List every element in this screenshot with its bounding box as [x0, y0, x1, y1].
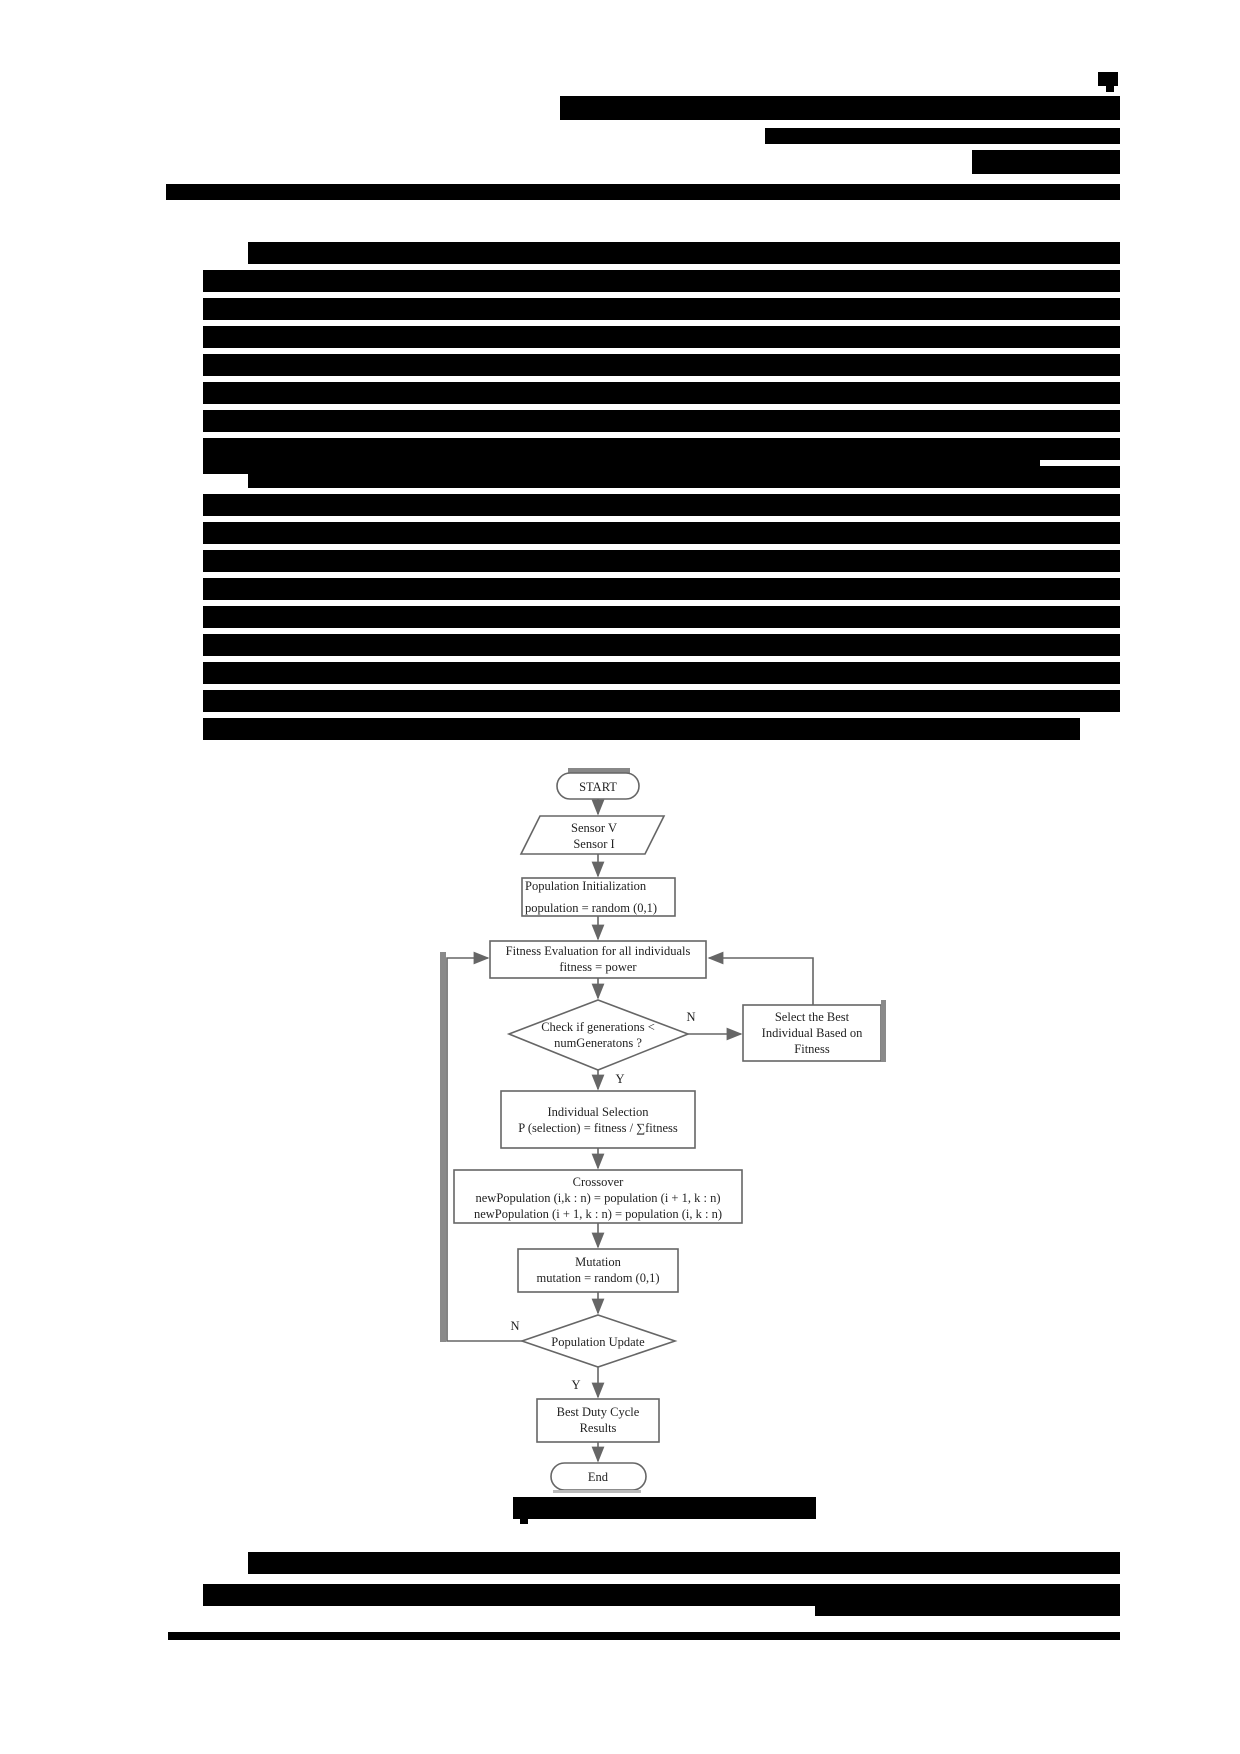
body-text-line	[203, 634, 1120, 656]
fc-selection-line1: Individual Selection	[547, 1105, 649, 1119]
footer-line-2	[203, 1584, 1120, 1606]
fc-select-best-line1: Select the Best	[775, 1010, 850, 1024]
fc-input-line2: Sensor I	[573, 837, 614, 851]
body-text-line	[203, 690, 1120, 712]
page-number-mark	[1098, 72, 1118, 86]
fc-mutation-line1: Mutation	[575, 1255, 622, 1269]
fc-decision2-label: Population Update	[551, 1335, 645, 1349]
footer-rule	[168, 1632, 1120, 1640]
fc-decision1-line2: numGeneratons ?	[554, 1036, 642, 1050]
body-text-line	[203, 662, 1120, 684]
fc-selection-line2: P (selection) = fitness / ∑fitness	[518, 1121, 678, 1135]
fc-crossover-line2: newPopulation (i,k : n) = population (i …	[476, 1191, 721, 1205]
fc-decision1-yes: Y	[615, 1072, 624, 1086]
body-text-line	[203, 578, 1120, 600]
caption-descender	[520, 1519, 528, 1524]
header-rule	[166, 184, 1120, 200]
fc-fitness-line1: Fitness Evaluation for all individuals	[506, 944, 691, 958]
body-text-line	[248, 242, 1120, 264]
footer-line-1	[248, 1552, 1120, 1574]
body-text-line	[203, 326, 1120, 348]
fc-crossover-line1: Crossover	[573, 1175, 625, 1189]
fc-end-label: End	[588, 1470, 609, 1484]
fc-start-label: START	[579, 780, 617, 794]
header-line-3	[972, 150, 1120, 174]
body-text-line	[248, 466, 1120, 488]
fc-decision2-no: N	[510, 1319, 519, 1333]
fc-fitness-line2: fitness = power	[559, 960, 637, 974]
body-text-line	[203, 606, 1120, 628]
fc-select-best-line3: Fitness	[794, 1042, 830, 1056]
fc-decision2-yes: Y	[571, 1378, 580, 1392]
body-text-line	[203, 382, 1120, 404]
fc-select-best-line2: Individual Based on	[762, 1026, 863, 1040]
fc-decision1-line1: Check if generations <	[541, 1020, 655, 1034]
body-text-line	[203, 410, 1120, 432]
body-text-line	[203, 522, 1120, 544]
footer-line-3	[815, 1606, 1120, 1616]
body-text-line	[203, 550, 1120, 572]
body-text-line	[203, 494, 1120, 516]
fc-init-line1: Population Initialization	[525, 879, 647, 893]
body-text-line	[203, 718, 1080, 740]
header-line-1	[560, 96, 1120, 120]
header-line-2	[765, 128, 1120, 144]
fc-decision1-no: N	[686, 1010, 695, 1024]
fc-init-line2: population = random (0,1)	[525, 901, 657, 915]
fc-result-line1: Best Duty Cycle	[557, 1405, 640, 1419]
fc-result-line2: Results	[580, 1421, 617, 1435]
figure-caption	[513, 1497, 816, 1519]
fc-crossover-line3: newPopulation (i + 1, k : n) = populatio…	[474, 1207, 722, 1221]
page-number-mark-stem	[1106, 86, 1114, 92]
body-text-line	[203, 298, 1120, 320]
fc-mutation-line2: mutation = random (0,1)	[537, 1271, 660, 1285]
body-text-line	[203, 354, 1120, 376]
body-text-line	[203, 270, 1120, 292]
fc-input-line1: Sensor V	[571, 821, 617, 835]
